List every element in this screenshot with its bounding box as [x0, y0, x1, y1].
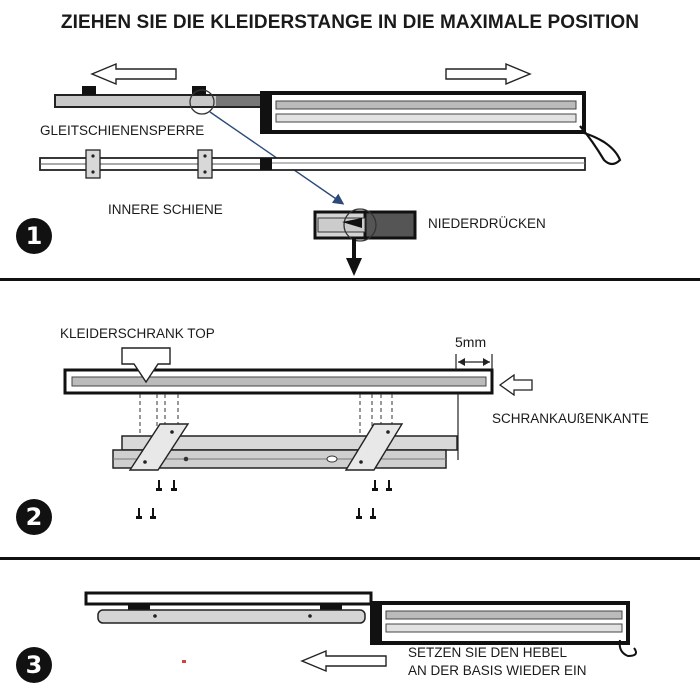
- page-title: ZIEHEN SIE DIE KLEIDERSTANGE IN DIE MAXI…: [60, 12, 640, 33]
- press-down-arrow-icon: [346, 258, 362, 276]
- mounting-bracket-left: [128, 423, 190, 471]
- step2-illustration: [63, 347, 533, 519]
- screw-icons: [136, 480, 392, 519]
- inner-rail: [97, 609, 366, 624]
- mounting-bracket-right: [197, 149, 213, 179]
- label-gap-5mm: 5mm: [455, 334, 487, 350]
- label-cabinet-edge: SCHRANKAUßENKANTE: [492, 411, 649, 426]
- label-reinsert-line1: SETZEN SIE DEN HEBEL: [408, 645, 568, 660]
- step-number-3: 3: [16, 647, 52, 683]
- section-divider-1: [0, 278, 700, 281]
- section-divider-2: [0, 557, 700, 560]
- arrow-left-icon: [90, 62, 177, 86]
- arrow-down-icon: [121, 347, 171, 384]
- step3-illustration: [84, 591, 637, 673]
- arrow-left-edge-icon: [498, 373, 533, 397]
- press-detail: [313, 208, 417, 276]
- step1-illustration: [39, 62, 622, 276]
- rail-stopper-left: [82, 86, 96, 95]
- step-number-2: 2: [16, 499, 52, 535]
- arrow-right-icon: [445, 62, 532, 86]
- mounting-bracket-left: [85, 149, 101, 179]
- outer-rail-box: [260, 91, 586, 134]
- pull-strap: [579, 125, 622, 166]
- label-press-down: NIEDERDRÜCKEN: [428, 216, 546, 231]
- pull-strap: [618, 639, 637, 658]
- label-wardrobe-top: KLEIDERSCHRANK TOP: [60, 326, 215, 341]
- top-panel: [84, 591, 373, 606]
- lock-highlight-circle: [189, 89, 215, 115]
- label-slide-lock: GLEITSCHIENENSPERRE: [40, 123, 205, 138]
- label-reinsert-line2: AN DER BASIS WIEDER EIN: [408, 663, 587, 678]
- step-number-1: 1: [16, 218, 52, 254]
- mounting-bracket-right: [344, 423, 404, 471]
- arrow-left-icon: [300, 649, 387, 673]
- label-inner-rail: INNERE SCHIENE: [108, 202, 223, 217]
- outer-rail-box: [370, 601, 630, 645]
